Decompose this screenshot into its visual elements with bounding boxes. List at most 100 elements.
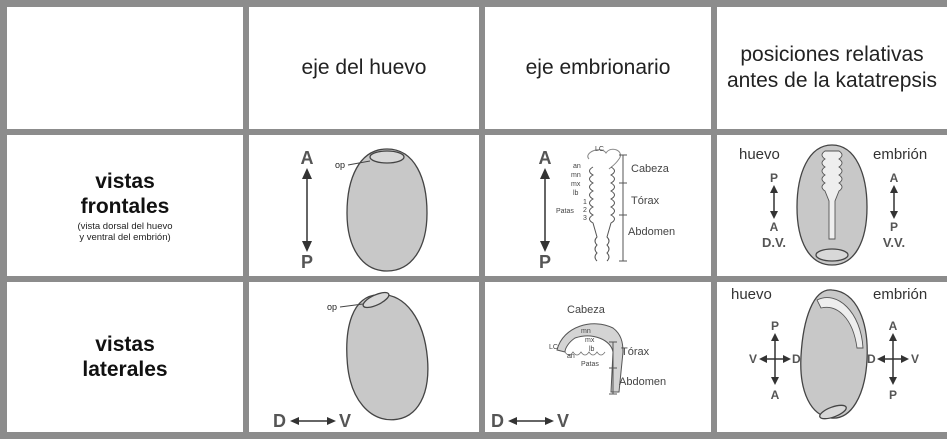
arrow-up-icon xyxy=(302,168,312,179)
label-A: A xyxy=(301,148,314,168)
label-an: an xyxy=(573,163,581,170)
arrow-down-icon xyxy=(302,241,312,252)
embryo-right-outline xyxy=(607,167,615,261)
arrow-right-icon xyxy=(545,417,554,425)
label-V: V xyxy=(339,411,351,431)
label-mn: mn xyxy=(571,172,581,179)
head-lobe-outline xyxy=(588,149,621,169)
label-abdomen: Abdomen xyxy=(619,376,666,388)
label-P: P xyxy=(301,252,313,272)
label-P: P xyxy=(889,388,897,402)
row-frontal-title2: frontales xyxy=(81,194,170,219)
row-label-lateral: vistas laterales xyxy=(7,282,243,432)
label-patas: Patas xyxy=(581,361,599,368)
cell-lateral-relative: huevo embrión P A V D A P D xyxy=(717,282,947,432)
label-D: D xyxy=(792,352,801,366)
frontal-egg-axis-figure: A P op xyxy=(249,135,479,276)
label-op: op xyxy=(327,302,337,312)
label-dv: D.V. xyxy=(762,235,786,250)
label-P: P xyxy=(770,171,778,185)
label-abdomen: Abdomen xyxy=(628,226,675,238)
label-embrion: embrión xyxy=(873,146,927,163)
arrow-right-icon xyxy=(783,355,791,363)
label-cabeza: Cabeza xyxy=(631,163,670,175)
label-A: A xyxy=(771,388,780,402)
lateral-embryo-axis-figure: Cabeza LC an mn mx lb Patas Tórax Abdome… xyxy=(485,282,711,432)
row-lateral-title2: laterales xyxy=(82,357,167,382)
arrow-up-icon xyxy=(540,168,550,179)
label-D: D xyxy=(867,352,876,366)
label-lb: lb xyxy=(589,346,595,353)
label-P: P xyxy=(771,319,779,333)
arrow-right-icon xyxy=(327,417,336,425)
label-A: A xyxy=(890,171,899,185)
label-LC: LC xyxy=(595,146,604,153)
label-A: A xyxy=(539,148,552,168)
label-3: 3 xyxy=(583,215,587,222)
arrow-left-icon xyxy=(759,355,767,363)
label-lb: lb xyxy=(573,190,579,197)
cell-frontal-embryo-axis: A P LC an mn mx lb 1 2 3 Patas Cabeza xyxy=(485,135,711,276)
label-mx: mx xyxy=(571,181,581,188)
cell-lateral-embryo-axis: Cabeza LC an mn mx lb Patas Tórax Abdome… xyxy=(485,282,711,432)
label-1: 1 xyxy=(583,199,587,206)
label-op: op xyxy=(335,160,345,170)
arrow-down-icon xyxy=(889,377,897,385)
label-V: V xyxy=(749,352,757,366)
label-D: D xyxy=(273,411,286,431)
embryo-left-outline xyxy=(590,167,598,261)
cell-frontal-egg-axis: A P op xyxy=(249,135,479,276)
label-A: A xyxy=(770,220,779,234)
egg-shape xyxy=(338,289,435,425)
header-embryo-axis: eje embrionario xyxy=(485,7,711,129)
lateral-egg-axis-figure: op D V xyxy=(249,282,479,432)
operculum-shape xyxy=(370,151,404,163)
row-frontal-title1: vistas xyxy=(95,169,155,194)
label-V: V xyxy=(911,352,919,366)
label-mn: mn xyxy=(581,328,591,335)
egg-shape xyxy=(347,149,427,271)
arrow-up-icon xyxy=(889,333,897,341)
label-V: V xyxy=(557,411,569,431)
arrow-down-icon xyxy=(770,211,778,219)
egg-shape xyxy=(801,290,867,418)
cell-frontal-relative: huevo embrión P A D.V. A P V.V. xyxy=(717,135,947,276)
header-empty-cell xyxy=(7,7,243,129)
label-P: P xyxy=(890,220,898,234)
label-torax: Tórax xyxy=(621,346,650,358)
label-mx: mx xyxy=(585,337,595,344)
label-huevo: huevo xyxy=(739,146,780,163)
row-frontal-note2: y ventral del embrión) xyxy=(79,232,170,243)
frontal-relative-figure: huevo embrión P A D.V. A P V.V. xyxy=(717,135,947,276)
label-D: D xyxy=(491,411,504,431)
label-an: an xyxy=(567,353,575,360)
label-vv: V.V. xyxy=(883,235,905,250)
label-cabeza: Cabeza xyxy=(567,304,606,316)
label-2: 2 xyxy=(583,207,587,214)
header-relative-line2: antes de la katatrepsis xyxy=(727,68,937,94)
label-LC: LC xyxy=(549,344,558,351)
label-torax: Tórax xyxy=(631,195,660,207)
label-P: P xyxy=(539,252,551,272)
label-huevo: huevo xyxy=(731,286,772,303)
row-label-frontal: vistas frontales (vista dorsal del huevo… xyxy=(7,135,243,276)
arrow-down-icon xyxy=(540,241,550,252)
label-embrion: embrión xyxy=(873,286,927,303)
cell-lateral-egg-axis: op D V xyxy=(249,282,479,432)
arrow-up-icon xyxy=(770,185,778,193)
header-egg-axis: eje del huevo xyxy=(249,7,479,129)
arrow-left-icon xyxy=(508,417,517,425)
arrow-up-icon xyxy=(890,185,898,193)
label-A: A xyxy=(889,319,898,333)
arrow-right-icon xyxy=(901,355,909,363)
label-patas: Patas xyxy=(556,208,574,215)
header-egg-axis-label: eje del huevo xyxy=(302,55,427,81)
frontal-embryo-axis-figure: A P LC an mn mx lb 1 2 3 Patas Cabeza xyxy=(485,135,711,276)
arrow-left-icon xyxy=(877,355,885,363)
arrow-left-icon xyxy=(290,417,299,425)
arrow-up-icon xyxy=(771,333,779,341)
header-relative-positions: posiciones relativas antes de la katatre… xyxy=(717,7,947,129)
header-relative-line1: posiciones relativas xyxy=(740,42,923,68)
arrow-down-icon xyxy=(890,211,898,219)
